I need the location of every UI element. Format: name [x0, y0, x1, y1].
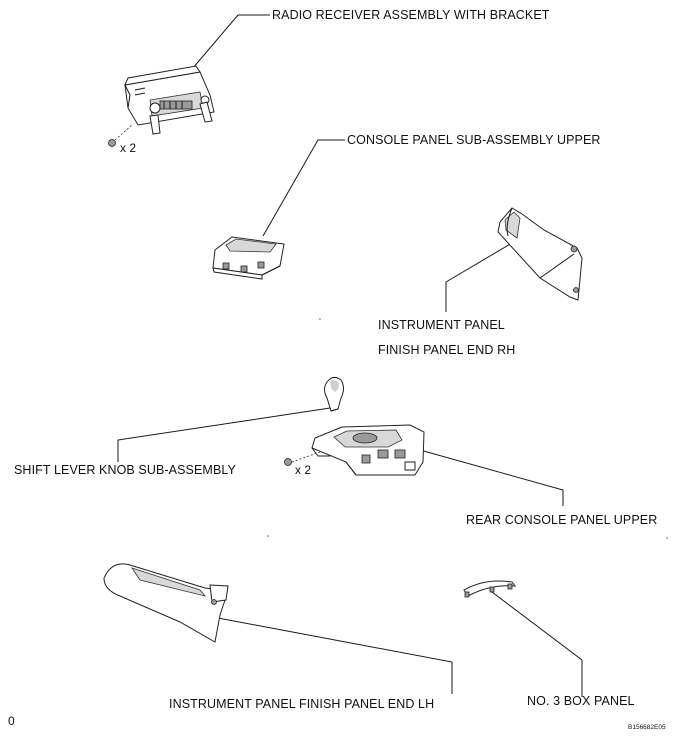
qty-radio-screws: x 2 [120, 141, 137, 155]
corner-mark: 0 [8, 714, 15, 728]
qty-console-screws: x 2 [295, 463, 312, 477]
label-ip-finish-lh: INSTRUMENT PANEL FINISH PANEL END LH [169, 697, 435, 711]
label-radio-receiver: RADIO RECEIVER ASSEMBLY WITH BRACKET [272, 8, 550, 22]
shift-knob-drawing [117, 376, 344, 462]
ip-finish-panel-lh-drawing [103, 563, 453, 694]
label-ip-finish-rh-line2: FINISH PANEL END RH [378, 343, 516, 357]
radio-receiver-drawing [108, 14, 270, 147]
box-panel-drawing [463, 580, 583, 697]
label-ip-finish-rh-line1: INSTRUMENT PANEL [378, 318, 505, 332]
label-rear-console-panel: REAR CONSOLE PANEL UPPER [466, 513, 658, 527]
ip-finish-panel-rh-drawing [445, 207, 583, 312]
figure-code: B156682E05 [628, 724, 666, 731]
label-console-panel-upper: CONSOLE PANEL SUB-ASSEMBLY UPPER [347, 133, 601, 147]
label-no3-box-panel: NO. 3 BOX PANEL [527, 694, 635, 708]
rear-console-drawing [284, 424, 564, 506]
console-panel-upper-drawing [212, 139, 345, 280]
label-shift-lever-knob: SHIFT LEVER KNOB SUB-ASSEMBLY [14, 463, 236, 477]
